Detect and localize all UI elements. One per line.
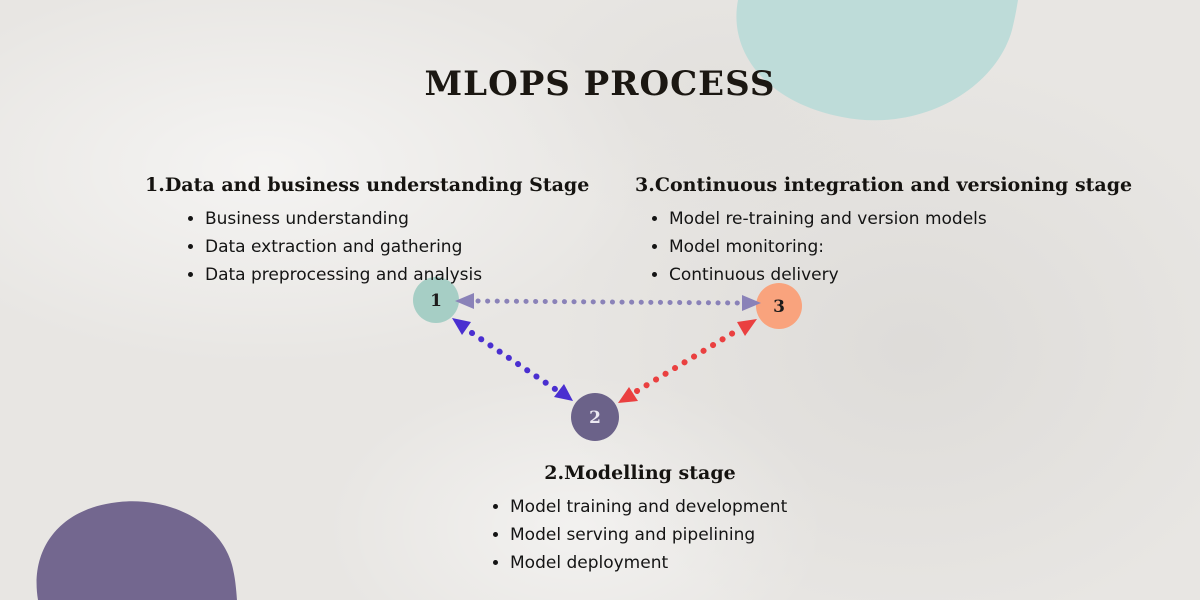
decor-blob-bottom-left [36,501,237,600]
edge-1-2-line [469,330,558,392]
stage1-section: 1.Data and business understanding Stage … [145,174,589,289]
stage1-list: Business understanding Data extraction a… [183,205,589,289]
node-stage3-circle [756,283,802,329]
stage3-section: 3.Continuous integration and versioning … [635,174,1132,289]
list-item: Continuous delivery [669,261,1132,289]
node-stage3-label: 3 [773,297,785,317]
stage2-heading: 2.Modelling stage [544,462,736,484]
list-item: Model serving and pipelining [510,521,850,549]
edge-1-3-arrowhead-left [455,293,474,309]
list-item: Model training and development [510,493,850,521]
node-stage2-label: 2 [589,408,601,428]
list-item: Business understanding [205,205,589,233]
stage1-heading: 1.Data and business understanding Stage [145,174,590,196]
stage3-list: Model re-training and version models Mod… [647,205,1132,289]
edge-1-3-arrowhead-right [742,295,761,311]
list-item: Model re-training and version models [669,205,1132,233]
node-stage1-circle [413,277,459,323]
list-item: Model monitoring: [669,233,1132,261]
node-stage2-circle [571,393,619,441]
edge-1-2-arrowhead-bottom [554,384,573,401]
edge-1-2-arrowhead-top [452,318,471,335]
stage2-list: Model training and development Model ser… [488,493,850,577]
list-item: Data extraction and gathering [205,233,589,261]
list-item: Data preprocessing and analysis [205,261,589,289]
node-stage1-label: 1 [430,291,442,311]
decor-blob-top-right [736,0,1018,121]
list-item: Model deployment [510,549,850,577]
page-title: MLOPS PROCESS [424,64,776,104]
edge-2-3-arrowhead-top [737,319,757,336]
edge-1-3-line [475,298,741,306]
edge-2-3-line [634,327,741,394]
stage3-heading: 3.Continuous integration and versioning … [635,174,1133,196]
stage2-section: 2.Modelling stage Model training and dev… [430,462,850,577]
edge-2-3-arrowhead-bottom [618,387,638,403]
